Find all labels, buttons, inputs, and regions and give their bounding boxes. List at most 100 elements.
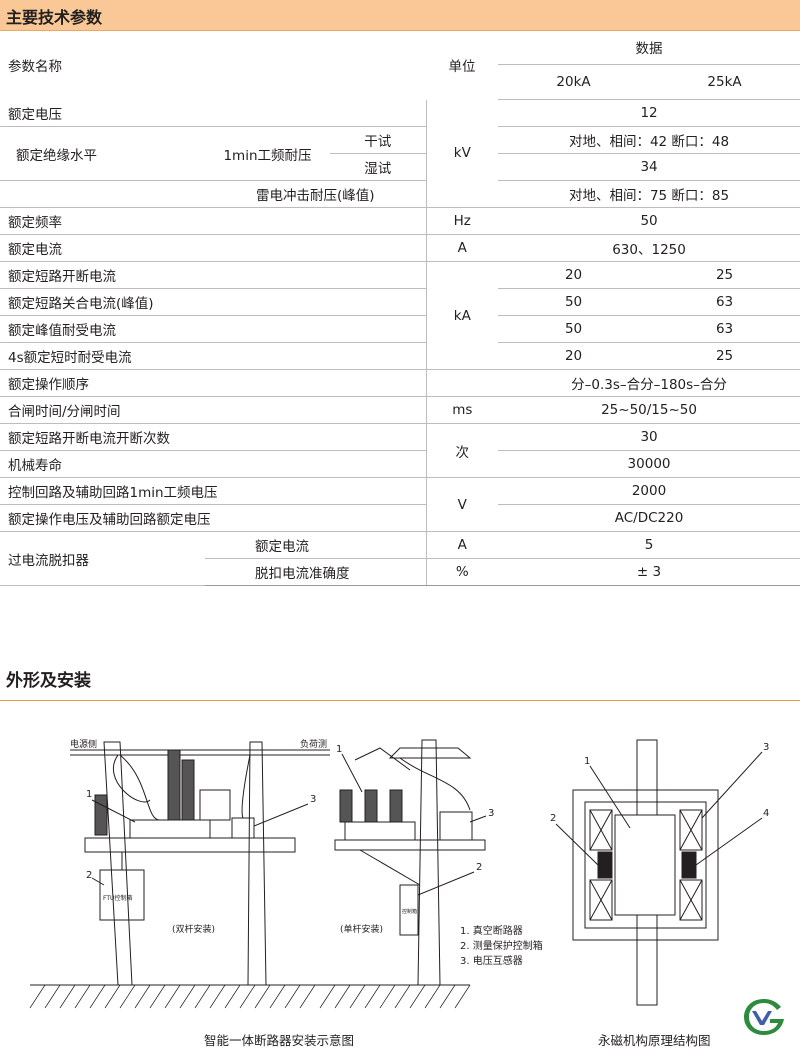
row-label: 合闸时间/分闸时间 — [0, 396, 427, 424]
row-label: 额定操作电压及辅助回路额定电压 — [0, 504, 427, 532]
coil-bottom-right — [679, 879, 703, 921]
caption-mechanism: 永磁机构原理结构图 — [598, 1033, 711, 1048]
value-cell: 对地、相间：42 断口：48 — [498, 126, 800, 154]
callout-1: 1 — [86, 789, 92, 800]
unit-cell: Hz — [425, 207, 499, 235]
value-cell: 20 — [498, 261, 650, 289]
value-cell: 25 — [649, 342, 800, 370]
table-row: 额定操作电压及辅助回路额定电压 AC/DC220 — [0, 504, 800, 532]
row-label: 额定电流 — [0, 234, 427, 262]
callout-1: 1 — [584, 756, 590, 767]
table-row: 额定短路开断电流开断次数 次 30 — [0, 423, 800, 478]
voltage-transformer — [231, 817, 255, 839]
breaker-body — [129, 819, 211, 839]
value-cell: 25~50/15~50 — [498, 396, 800, 424]
value-cell: 对地、相间：75 断口：85 — [498, 180, 800, 208]
row-sublabel: 脱扣电流准确度 — [205, 558, 427, 586]
unit-cell: A — [425, 531, 499, 559]
value-cell: 630、1250 — [498, 234, 800, 262]
header-20ka: 20kA — [498, 64, 650, 100]
row-sublabel: 雷电冲击耐压(峰值) — [205, 180, 427, 208]
insulator — [167, 749, 181, 821]
magnet-mechanism-diagram: 1 2 3 4 — [550, 739, 769, 1006]
insulator — [364, 789, 378, 823]
unit-cell: ms — [425, 396, 499, 424]
wire — [119, 754, 161, 821]
callout-2: 2 — [550, 813, 556, 824]
row-sublabel: 额定电流 — [205, 531, 427, 559]
load-side-label: 负荷测 — [300, 738, 327, 750]
row-label: 额定短路开断电流开断次数 — [0, 423, 427, 451]
insulator — [339, 789, 353, 823]
header-data: 数据 — [498, 30, 800, 65]
legend-item: 3. 电压互感器 — [460, 954, 523, 967]
row-label: 额定绝缘水平 — [0, 126, 205, 181]
unit-cell: kV — [425, 99, 499, 208]
section-title-install: 外形及安装 — [6, 671, 91, 691]
value-cell: ± 3 — [498, 558, 800, 586]
row-sublabel: 湿试 — [330, 153, 427, 181]
row-label: 4s额定短时耐受电流 — [0, 342, 427, 370]
table-row: 脱扣电流准确度 % ± 3 — [0, 558, 800, 586]
value-cell: 30000 — [498, 450, 800, 478]
control-box-label: 控制箱 — [402, 908, 417, 915]
pole-right — [247, 741, 267, 986]
table-row: 过电流脱扣器 额定电流 A 5 — [0, 531, 800, 586]
pole-left — [103, 741, 133, 986]
row-label: 额定峰值耐受电流 — [0, 315, 427, 343]
callout-3: 3 — [488, 808, 494, 819]
permanent-magnet — [681, 851, 697, 879]
company-logo — [744, 999, 784, 1035]
unit-cell: % — [425, 558, 499, 586]
coil-bottom-left — [589, 879, 613, 921]
spec-table: 参数名称 单位 数据 20kA 25kA 额定电压 kV 12 额定绝缘水平 1… — [0, 30, 800, 586]
insulator — [181, 759, 195, 821]
armature — [614, 814, 676, 916]
wire — [112, 754, 151, 803]
section-title-specs: 主要技术参数 — [6, 8, 103, 27]
row-label: 机械寿命 — [0, 450, 427, 478]
table-row: 额定频率 Hz 50 — [0, 207, 800, 235]
callout-2: 2 — [86, 870, 92, 881]
table-row: 湿试 34 — [0, 153, 800, 181]
callout-leader — [555, 823, 599, 866]
row-sublabel: 干试 — [330, 126, 427, 154]
section-banner: 主要技术参数 — [0, 0, 800, 31]
callout-leader — [91, 799, 136, 823]
coil-top-right — [679, 809, 703, 851]
unit-cell: kA — [425, 261, 499, 370]
single-pole-label: (单杆安装) — [340, 923, 383, 935]
table-row: 额定峰值耐受电流 50 63 — [0, 315, 800, 343]
value-cell: 分–0.3s–合分–180s–合分 — [498, 369, 800, 397]
value-cell: 63 — [649, 315, 800, 343]
disconnect-switch — [199, 789, 231, 821]
row-label: 控制回路及辅助回路1min工频电压 — [0, 477, 427, 505]
row-label: 额定操作顺序 — [0, 369, 427, 397]
row-label: 额定短路开断电流 — [0, 261, 427, 289]
header-unit: 单位 — [448, 58, 476, 75]
value-cell: 5 — [498, 531, 800, 559]
single-pole-diagram: 控制箱 (单杆安装) 1 3 2 1. 真空断路器 2. 测量保护控制箱 3. … — [319, 739, 543, 1009]
double-pole-diagram: 电源侧 负荷测 FTU控制箱 (双杆安装) 1 2 — [29, 738, 330, 1009]
row-label: 过电流脱扣器 — [0, 531, 205, 586]
insulator — [389, 789, 403, 823]
table-row: 控制回路及辅助回路1min工频电压 V 2000 — [0, 477, 800, 532]
breaker-body — [344, 821, 416, 841]
callout-leader — [589, 765, 631, 829]
row-label: 额定短路关合电流(峰值) — [0, 288, 427, 316]
wire — [241, 754, 251, 819]
control-box — [399, 884, 419, 936]
value-cell: 25 — [649, 261, 800, 289]
table-row: 额定操作顺序 分–0.3s–合分–180s–合分 — [0, 369, 800, 397]
inner-yoke — [584, 801, 707, 929]
double-pole-label: (双杆安装) — [172, 923, 215, 935]
callout-leader — [701, 751, 763, 819]
ftu-label: FTU控制箱 — [103, 894, 132, 902]
value-cell: 30 — [498, 423, 800, 451]
callout-3: 3 — [763, 742, 769, 753]
pole-single — [417, 739, 441, 986]
table-row: 机械寿命 30000 — [0, 450, 800, 478]
value-cell: 12 — [498, 99, 800, 127]
legend-item: 1. 真空断路器 — [460, 924, 523, 937]
callout-leader — [253, 803, 309, 827]
